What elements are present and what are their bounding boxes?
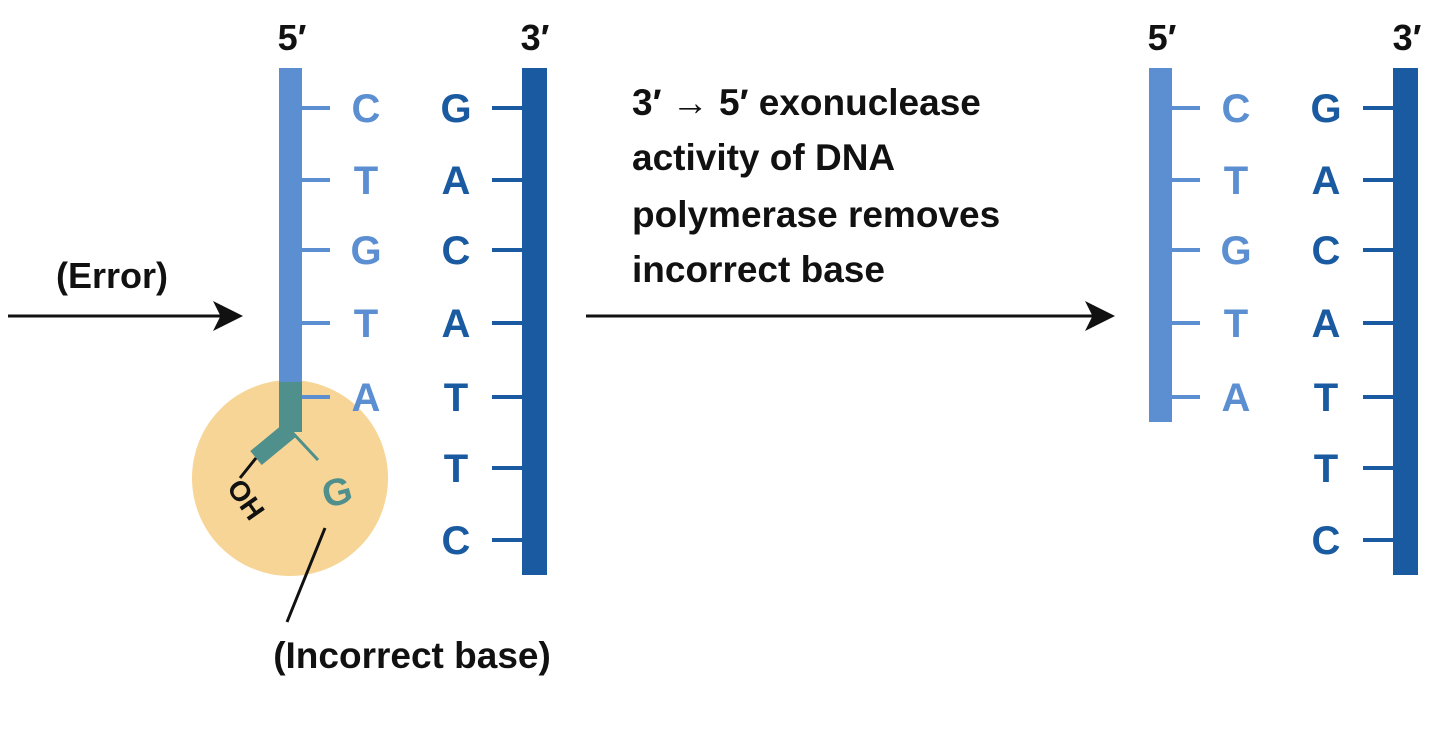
error-label: (Error) — [56, 255, 168, 296]
error-highlight-circle — [192, 380, 388, 576]
incorrect-base-label: (Incorrect base) — [273, 635, 551, 676]
left-template-strand-base-6: T — [444, 447, 468, 491]
right-new-strand-base-2: T — [1224, 159, 1248, 203]
right-new-strand-base-1: C — [1222, 87, 1251, 131]
sugar-fork-left — [250, 423, 296, 465]
left-5prime-label: 5′ — [278, 17, 307, 58]
right-template-strand-base-6: T — [1314, 447, 1338, 491]
right-template-strand-base-2: A — [1312, 159, 1341, 203]
left-new-strand-base-1: C — [352, 87, 381, 131]
left-new-strand-base-3: G — [350, 229, 381, 273]
right-template-strand-base-5: T — [1314, 376, 1338, 420]
left-new-strand-backbone-overlap — [279, 382, 302, 432]
sugar-fork-right — [288, 428, 320, 462]
process-text-line-3: polymerase removes — [632, 194, 1000, 235]
process-text-line-4: incorrect base — [632, 249, 885, 290]
left-template-strand-base-7: C — [442, 519, 471, 563]
left-new-strand-base-2: T — [354, 159, 378, 203]
left-template-strand-base-2: A — [442, 159, 471, 203]
right-template-strand-base-7: C — [1312, 519, 1341, 563]
right-3prime-label: 3′ — [1393, 17, 1422, 58]
right-new-strand-base-3: G — [1220, 229, 1251, 273]
left-template-strand-base-3: C — [442, 229, 471, 273]
left-3prime-label: 3′ — [521, 17, 550, 58]
left-template-strand-base-5: T — [444, 376, 468, 420]
right-new-strand-base-4: T — [1224, 302, 1248, 346]
right-new-strand-backbone — [1149, 68, 1172, 422]
left-new-strand-backbone — [279, 68, 302, 420]
process-step: 3′ → 5′ exonuclease activity of DNA poly… — [586, 82, 1115, 331]
right-template-strand-backbone — [1393, 68, 1418, 575]
left-template-strand-base-4: A — [442, 302, 471, 346]
left-new-strand-base-5: A — [352, 376, 381, 420]
right-template-strand-base-3: C — [1312, 229, 1341, 273]
left-template-strand-base-1: G — [440, 87, 471, 131]
left-template-strand-backbone — [522, 68, 547, 575]
right-new-strand-base-5: A — [1222, 376, 1251, 420]
process-text-line-2: activity of DNA — [632, 137, 895, 178]
right-5prime-label: 5′ — [1148, 17, 1177, 58]
process-text-line-1: 3′ → 5′ exonuclease — [632, 82, 981, 123]
right-template-strand-base-4: A — [1312, 302, 1341, 346]
left-new-strand-base-4: T — [354, 302, 378, 346]
right-template-strand-base-1: G — [1310, 87, 1341, 131]
incorrect-base-callout-line — [285, 527, 327, 623]
oh-bond — [238, 457, 258, 479]
